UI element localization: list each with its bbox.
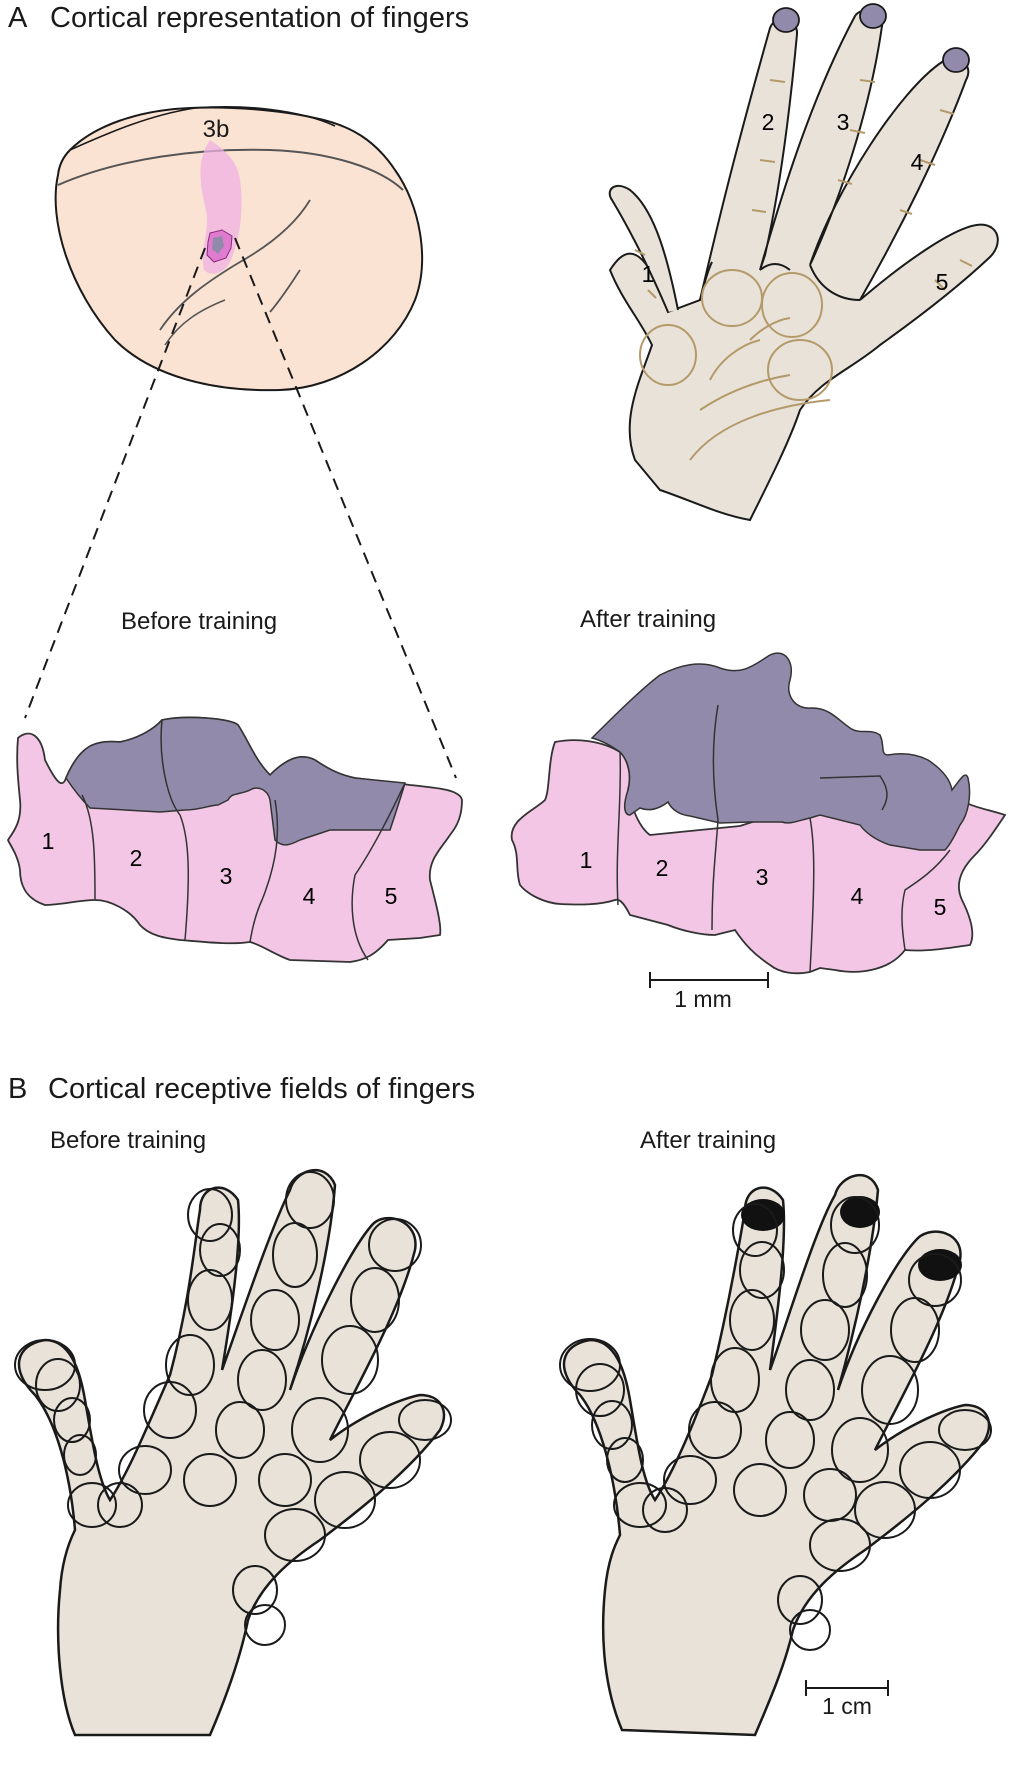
brain-sulcus-a xyxy=(159,199,311,331)
map-after-inner-4 xyxy=(819,775,888,811)
brain-top-fold xyxy=(69,106,336,151)
map-after-label-2: 2 xyxy=(656,855,669,881)
map-before-label-3: 3 xyxy=(220,863,233,889)
map-before-divider-3-4 xyxy=(249,799,279,943)
fingertip-3 xyxy=(859,3,887,29)
central-sulcus-line xyxy=(57,148,404,191)
map-after-divider-2-3 xyxy=(711,704,719,931)
projection-line-right xyxy=(234,237,457,779)
scale-label-1mm: 1 mm xyxy=(674,986,732,1012)
rf-circles-before xyxy=(14,1171,452,1646)
panel-a-letter: A xyxy=(8,2,28,34)
rf-hand-before-outline xyxy=(17,1168,446,1737)
map-before-label-5: 5 xyxy=(385,883,398,909)
hand-label-4: 4 xyxy=(911,149,924,175)
receptive-field-hand-after xyxy=(559,1173,992,1737)
map-after-label-5: 5 xyxy=(934,894,947,920)
panel-b-title: Cortical receptive fields of fingers xyxy=(48,1073,476,1105)
map-after-divider-1-2 xyxy=(616,751,622,906)
fingertip-4 xyxy=(942,47,970,73)
map-after-label-4: 4 xyxy=(851,883,864,909)
palm-creases xyxy=(634,79,973,461)
map-before-title: Before training xyxy=(121,608,278,635)
map-after-label-1: 1 xyxy=(580,847,593,873)
panel-a-title: Cortical representation of fingers xyxy=(50,2,470,34)
thumb-outline xyxy=(608,184,679,313)
map-after-purple xyxy=(590,652,971,851)
hand-label-5: 5 xyxy=(936,269,949,295)
scale-label-1cm: 1 cm xyxy=(822,1693,872,1719)
map-before-label-2: 2 xyxy=(130,845,143,871)
hand-label-2: 2 xyxy=(762,109,775,135)
map-before-label-1: 1 xyxy=(42,828,55,854)
finger-zone-core xyxy=(212,236,224,254)
rf-after-title: After training xyxy=(640,1127,777,1154)
projection-line-left xyxy=(24,247,206,719)
scale-bar-1mm xyxy=(649,972,769,988)
rf-circles-after xyxy=(559,1196,992,1651)
brain-sulcus-b xyxy=(269,269,301,313)
fingertip-2 xyxy=(772,7,800,33)
map-after-divider-4-5 xyxy=(901,849,951,951)
scale-bar-1cm xyxy=(805,1680,889,1696)
map-before-label-4: 4 xyxy=(303,883,316,909)
receptive-field-hand-before xyxy=(14,1168,452,1737)
map-before-divider-2-3 xyxy=(160,719,190,941)
cortical-map-before xyxy=(6,716,463,963)
map-after-label-3: 3 xyxy=(756,864,769,890)
map-before-divider-1-2 xyxy=(81,794,96,901)
cortical-map-after xyxy=(510,652,1007,975)
area-3b-label: 3b xyxy=(203,116,230,143)
hand-illustration xyxy=(608,3,999,522)
rf-before-title: Before training xyxy=(50,1127,207,1154)
panel-b-letter: B xyxy=(8,1073,28,1105)
map-before-divider-4-5 xyxy=(351,782,406,961)
finger-gap-2 xyxy=(759,263,791,271)
hand-label-1: 1 xyxy=(642,261,655,287)
map-after-title: After training xyxy=(580,606,717,633)
rf-hand-after-outline xyxy=(562,1173,991,1737)
map-after-divider-3-4 xyxy=(809,817,815,973)
hand-label-3: 3 xyxy=(837,109,850,135)
finger-gap-3 xyxy=(809,264,861,301)
brain-sulcus-c xyxy=(164,299,226,346)
